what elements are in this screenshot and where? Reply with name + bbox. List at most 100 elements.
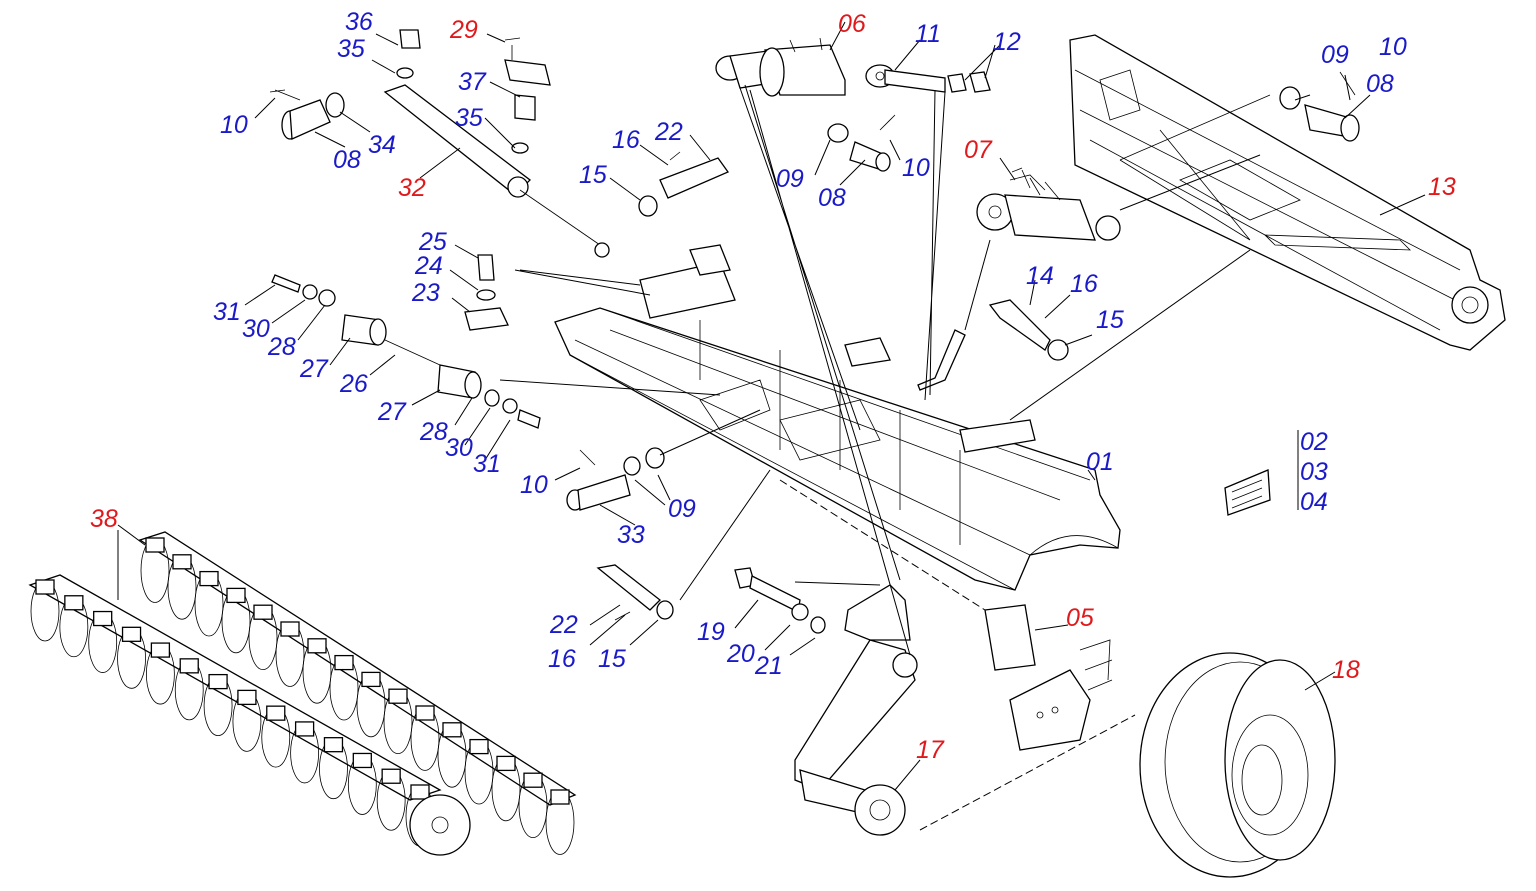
callout-label: 15 <box>1096 306 1124 334</box>
hydraulic-cylinder-06 <box>715 37 846 97</box>
callout-label: 16 <box>548 645 576 673</box>
callout-label: 10 <box>220 111 248 139</box>
callout-label: 08 <box>1366 70 1394 98</box>
callout-label: 09 <box>776 165 804 193</box>
callout-label: 16 <box>1070 270 1098 298</box>
disc-bearing-housing <box>550 789 570 805</box>
callout-label: 10 <box>1379 33 1407 61</box>
callout-label: 05 <box>1066 604 1094 632</box>
callout-label: 23 <box>411 279 440 307</box>
disc-bearing-housing <box>307 638 327 654</box>
callout-label: 32 <box>398 174 426 202</box>
callout-label: 27 <box>299 355 329 383</box>
callout-label: 24 <box>414 252 443 280</box>
disc-bearing-housing <box>410 784 430 800</box>
callout-label: 36 <box>345 8 373 36</box>
callout-label: 08 <box>333 146 361 174</box>
callout-label: 10 <box>520 471 548 499</box>
callout-label: 15 <box>579 161 607 189</box>
callout-label: 30 <box>242 315 270 343</box>
callout-label: 12 <box>993 28 1021 56</box>
callout-label: 30 <box>445 434 473 462</box>
hydraulic-cylinder-07 <box>976 167 1121 241</box>
hydraulic-link-32 <box>383 29 610 258</box>
disc-bearing-housing <box>179 658 199 674</box>
disc-bearing-housing <box>442 722 462 738</box>
callout-label: 14 <box>1026 262 1054 290</box>
disc-bearing-housing <box>469 738 489 755</box>
pin-set-right <box>1279 71 1360 142</box>
disc-bearing-housing <box>266 705 286 721</box>
callout-label: 37 <box>458 68 487 96</box>
roller-assembly-26-31 <box>271 274 541 429</box>
disc-gang-38 <box>28 531 577 856</box>
disc-bearing-housing <box>381 768 401 784</box>
disc-bearing-housing <box>253 604 273 620</box>
callout-label: 15 <box>598 645 626 673</box>
callout-label: 22 <box>654 118 683 146</box>
disc-bearing-housing <box>35 579 55 595</box>
disc-bearing-housing <box>415 705 435 721</box>
pin-set-middle <box>827 114 896 172</box>
callout-label: 28 <box>267 333 296 361</box>
pin-33 <box>566 447 665 511</box>
disc-bearing-housing <box>199 570 219 587</box>
callout-label: 38 <box>90 505 118 533</box>
callout-label: 07 <box>964 136 993 164</box>
leader-lines <box>117 21 1426 831</box>
callout-label: 31 <box>473 450 501 478</box>
disc-bearing-housing <box>323 737 344 753</box>
callout-label: 20 <box>726 640 755 668</box>
callout-label: 26 <box>339 370 368 398</box>
pin-14 <box>988 299 1069 361</box>
disc-bearing-housing <box>150 642 171 658</box>
callout-label: 18 <box>1332 656 1360 684</box>
pin-22-lower <box>596 564 674 621</box>
callout-label: 10 <box>902 154 930 182</box>
callout-label: 11 <box>915 20 941 48</box>
disc-bearing-housing <box>64 595 84 611</box>
pin-22-top <box>638 151 729 217</box>
wheel-arm-17 <box>794 584 918 836</box>
callout-label: 03 <box>1300 458 1328 486</box>
disc-bearing-housing <box>226 587 246 604</box>
callout-label: 28 <box>419 418 448 446</box>
callout-label: 35 <box>455 104 483 132</box>
pin-set-top-left <box>269 89 345 140</box>
decal-plate <box>1224 469 1271 516</box>
callout-labels: 36 35 29 37 35 10 34 08 32 06 11 12 22 1… <box>90 8 1456 764</box>
disc-bearing-housing <box>361 671 381 688</box>
main-frame <box>554 244 1121 591</box>
disc-bearing-housing <box>280 621 300 637</box>
rear-roller-frame <box>1069 34 1506 351</box>
disc-bearing-housing <box>208 673 228 690</box>
callout-label: 09 <box>668 495 696 523</box>
callout-label: 13 <box>1428 173 1456 201</box>
disc-bearing-housing <box>237 689 257 706</box>
disc-bearing-housing <box>121 626 142 642</box>
callout-label: 31 <box>213 298 241 326</box>
scraper-05 <box>984 604 1113 751</box>
callout-label: 09 <box>1321 41 1349 69</box>
bolt-19-21 <box>734 567 826 634</box>
callout-label: 21 <box>754 652 783 680</box>
callout-label: 16 <box>612 126 640 154</box>
disc-bearing-housing <box>172 554 192 570</box>
callout-label: 04 <box>1300 488 1328 516</box>
callout-label: 35 <box>337 35 365 63</box>
callout-label: 22 <box>549 611 578 639</box>
callout-label: 34 <box>368 131 396 159</box>
disc-bearing-housing <box>523 772 543 788</box>
bolt-plate-23-25 <box>464 254 509 331</box>
callout-label: 17 <box>916 736 945 764</box>
callout-label: 27 <box>377 398 407 426</box>
callout-label: 19 <box>697 618 725 646</box>
callout-label: 01 <box>1086 448 1114 476</box>
disc-bearing-housing <box>93 610 113 627</box>
callout-label: 25 <box>418 228 447 256</box>
wheel-18 <box>1139 652 1336 878</box>
callout-label: 29 <box>449 16 478 44</box>
disc-bearing-housing <box>294 721 315 737</box>
callout-label: 02 <box>1300 428 1328 456</box>
